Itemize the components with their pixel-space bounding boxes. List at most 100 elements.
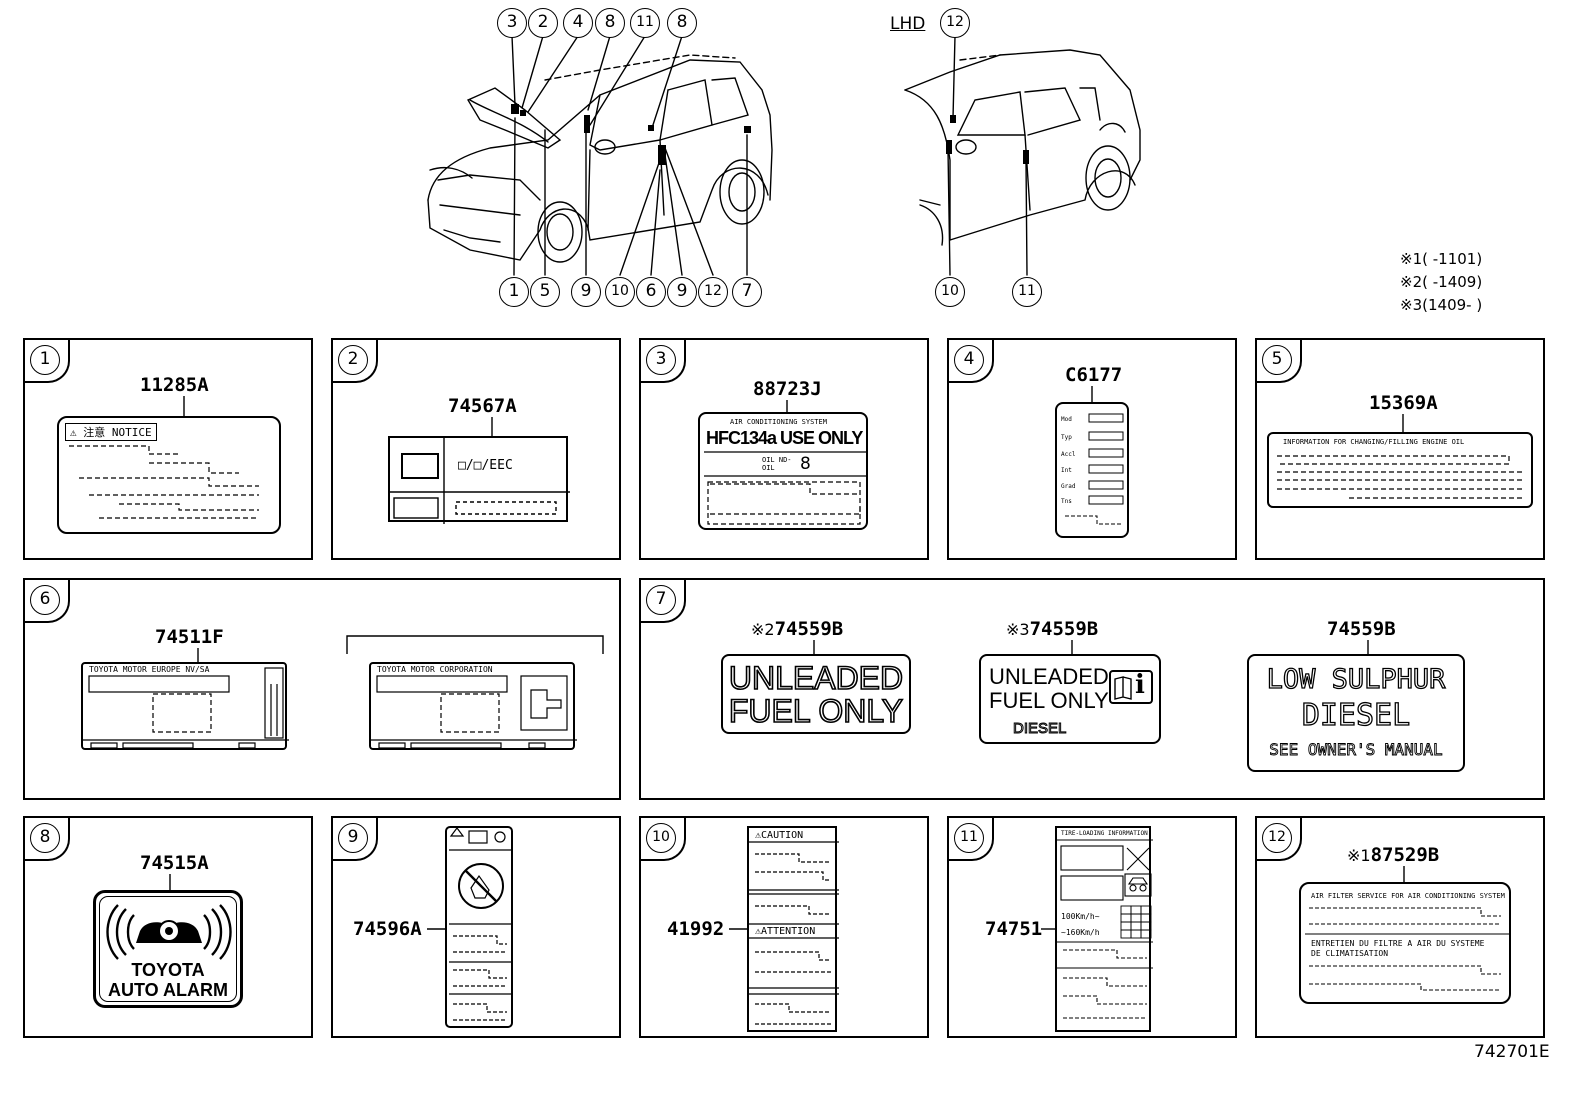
part-number: 74596A xyxy=(353,918,422,940)
tire-speed-1: 100Km/h~ xyxy=(1061,912,1100,921)
callout-bottom-right: 10 xyxy=(935,277,965,307)
callout-bottom: 12 xyxy=(698,277,728,307)
spec-row: Typ xyxy=(1061,434,1072,441)
leader-line xyxy=(1071,640,1073,656)
unleaded-label: UNLEADED FUEL ONLY xyxy=(721,654,911,734)
airbag-label-art xyxy=(449,827,513,1021)
spec-boxes xyxy=(1065,413,1124,525)
spec-row: Mod xyxy=(1061,416,1072,423)
oil-info-head: INFORMATION FOR CHANGING/FILLING ENGINE … xyxy=(1283,438,1465,446)
vin-label-art xyxy=(83,667,289,749)
oil-info-lines xyxy=(1277,455,1524,499)
bracket-line xyxy=(346,635,604,654)
alarm-line-2: AUTO ALARM xyxy=(108,980,228,1000)
part-number: 74751 xyxy=(985,918,1043,940)
panel-tab: 2 xyxy=(332,339,378,383)
leader-line xyxy=(813,640,815,656)
ls-line-2: DIESEL xyxy=(1301,697,1411,733)
panel-number: 11 xyxy=(954,823,984,853)
tire-speed-2: ~160Km/h xyxy=(1061,928,1100,937)
part-number: 15369A xyxy=(1369,392,1438,414)
unleaded-diesel-label: UNLEADED FUEL ONLY DIESEL i xyxy=(979,654,1161,744)
car-alarm-icon xyxy=(106,904,232,960)
panel-number: 4 xyxy=(954,345,984,375)
ac-oil-text: OIL ND-OIL xyxy=(762,456,792,472)
part-number: C6177 xyxy=(1065,364,1123,386)
text-lines xyxy=(69,445,259,519)
note-2: ※2( -1409) xyxy=(1400,273,1483,291)
alarm-inner xyxy=(99,896,237,1002)
leader-line xyxy=(786,400,788,414)
panel-number: 6 xyxy=(30,585,60,615)
spec-row: Tns xyxy=(1061,498,1072,505)
spec-row: Accl xyxy=(1061,451,1076,458)
ud-line-3: DIESEL xyxy=(1012,720,1067,738)
tire-label: TIRE-LOADING INFORMATION 100Km/h~ ~160Km… xyxy=(1055,826,1153,1032)
eec-label-art xyxy=(390,438,570,524)
callout-top-right: 12 xyxy=(940,8,970,38)
ud-line-1: UNLEADED xyxy=(989,664,1109,689)
spec-row: Int xyxy=(1061,467,1072,474)
attention-head: ⚠ATTENTION xyxy=(755,926,816,937)
diagram-code: 742701E xyxy=(1474,1042,1550,1062)
unleaded-line-2: FUEL ONLY xyxy=(728,693,904,729)
part-number-b: ※374559B xyxy=(1006,618,1099,640)
callout-bottom: 7 xyxy=(732,277,762,307)
panel-10: 10 41992 ⚠CAUTION ⚠ATTENTION xyxy=(639,816,929,1038)
panel-tab: 5 xyxy=(1256,339,1302,383)
manual-icon-glyph: i xyxy=(1135,670,1145,700)
panel-9: 9 74596A xyxy=(331,816,621,1038)
ls-line-3: SEE OWNER'S MANUAL xyxy=(1269,740,1443,760)
caution-head: ⚠CAUTION xyxy=(755,830,804,841)
panel-number: 1 xyxy=(30,345,60,375)
panel-number: 2 xyxy=(338,345,368,375)
note-1: ※1( -1101) xyxy=(1400,250,1483,268)
airbag-label xyxy=(445,826,513,1028)
leader-line xyxy=(1091,386,1093,402)
panel-number: 5 xyxy=(1262,345,1292,375)
panel-tab: 8 xyxy=(24,817,70,861)
eec-label: □/□/EEC xyxy=(388,436,570,524)
oil-info-label: INFORMATION FOR CHANGING/FILLING ENGINE … xyxy=(1267,432,1533,508)
callout-bottom: 9 xyxy=(667,277,697,307)
panel-tab: 4 xyxy=(948,339,994,383)
leader-line xyxy=(1041,928,1055,930)
spec-label: Mod Typ Accl Int Grad Tns xyxy=(1055,402,1129,538)
ac-head: AIR CONDITIONING SYSTEM xyxy=(730,418,827,426)
part-number: 11285A xyxy=(140,374,209,396)
ls-line-1: LOW SULPHUR xyxy=(1266,663,1446,695)
vin-label-europe: TOYOTA MOTOR EUROPE NV/SA xyxy=(81,662,289,750)
leader-line xyxy=(1402,414,1404,432)
caution-label: ⚠CAUTION ⚠ATTENTION xyxy=(747,826,839,1032)
callout-top: 8 xyxy=(595,8,625,38)
leader-line xyxy=(1367,640,1369,656)
callout-top: 8 xyxy=(667,8,697,38)
unleaded-line-1: UNLEADED xyxy=(728,660,904,696)
af-line-1: AIR FILTER SERVICE FOR AIR CONDITIONING … xyxy=(1311,892,1505,900)
caution-label-art xyxy=(749,841,839,1025)
low-sulphur-label: LOW SULPHUR DIESEL SEE OWNER'S MANUAL xyxy=(1247,654,1465,772)
ac-oil-num: 8 xyxy=(800,454,811,474)
callout-bottom: 6 xyxy=(636,277,666,307)
panel-12: 12 ※187529B AIR FILTER SERVICE FOR AIR C… xyxy=(1255,816,1545,1038)
callout-bottom: 9 xyxy=(571,277,601,307)
part-number-c: 74559B xyxy=(1327,618,1396,640)
callout-top: 11 xyxy=(630,8,660,38)
panel-3: 3 88723J AIR CONDITIONING SYSTEM HFC134a… xyxy=(639,338,929,560)
panel-6: 6 74511F TOYOTA MOTOR EUROPE NV/SA xyxy=(23,578,621,800)
part-number: ※187529B xyxy=(1347,844,1440,866)
ac-label: AIR CONDITIONING SYSTEM HFC134a USE ONLY… xyxy=(698,412,868,530)
panel-tab: 12 xyxy=(1256,817,1302,861)
panel-number: 12 xyxy=(1262,823,1292,853)
spec-row: Grad xyxy=(1061,483,1076,490)
vin-label-head: TOYOTA MOTOR EUROPE NV/SA xyxy=(89,665,210,674)
callout-bottom: 10 xyxy=(605,277,635,307)
af-line-2: ENTRETIEN DU FILTRE A AIR DU SYSTEME xyxy=(1311,939,1485,948)
panel-tab: 1 xyxy=(24,339,70,383)
callout-bottom-right: 11 xyxy=(1012,277,1042,307)
panel-4: 4 C6177 Mod Typ Accl Int Grad Tns xyxy=(947,338,1237,560)
panel-7: 7 ※274559B UNLEADED FUEL ONLY ※374559B U… xyxy=(639,578,1545,800)
vin-label-corporation: TOYOTA MOTOR CORPORATION xyxy=(369,662,577,750)
part-number: 74511F xyxy=(155,626,224,648)
